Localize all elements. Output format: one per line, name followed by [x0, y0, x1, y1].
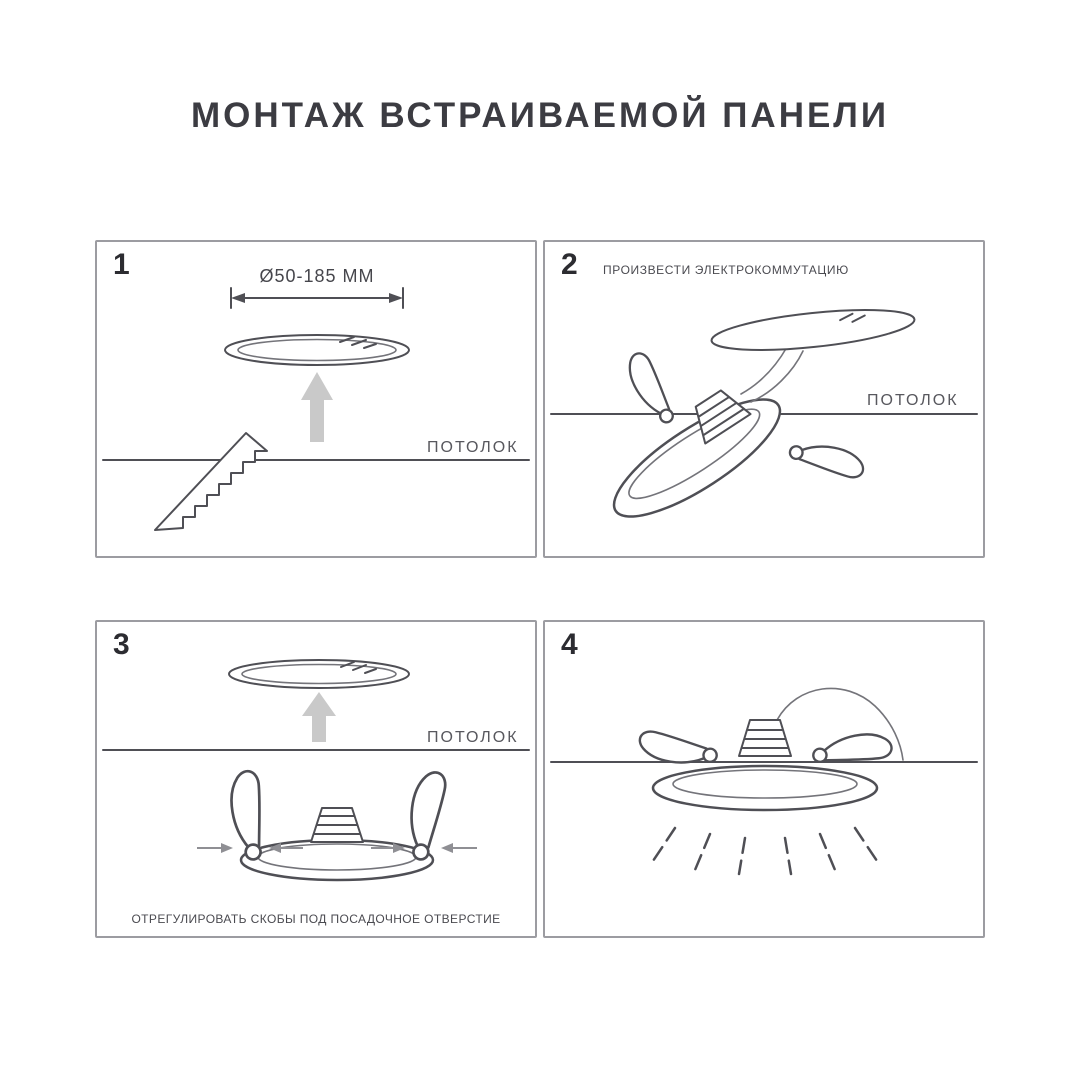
panel-step-4: 4 [543, 620, 985, 938]
driver [694, 389, 752, 445]
step-number-4: 4 [561, 628, 578, 661]
ceiling-label: ПОТОЛОК [427, 729, 519, 746]
wires [740, 346, 804, 403]
illustration-step-3: ПОТОЛОК [102, 659, 530, 882]
step-caption-2: ПРОИЗВЕСТИ ЭЛЕКТРОКОММУТАЦИЮ [603, 263, 849, 277]
illustration-step-2: ПОТОЛОК [550, 309, 978, 518]
driver [310, 807, 364, 843]
illustration-step-1: Ø50-185 ММ ПОТОЛОК [102, 266, 530, 531]
spring-clip-left [230, 769, 262, 861]
wire [776, 687, 904, 761]
panel-disc [224, 334, 410, 366]
disc-hatch [340, 661, 377, 674]
panel-disc [228, 659, 410, 689]
light-rays [649, 826, 881, 876]
ceiling-label: ПОТОЛОК [427, 439, 519, 456]
spring-clip-right [410, 771, 447, 861]
panel-body [612, 398, 782, 518]
up-arrow-icon [302, 692, 336, 742]
disc-hatch [839, 312, 866, 323]
ceiling-label: ПОТОЛОК [867, 392, 959, 409]
adjust-arrows [197, 843, 477, 853]
panel-step-2: 2 ПРОИЗВЕСТИ ЭЛЕКТРОКОММУТАЦИЮ ПОТОЛОК [543, 240, 985, 558]
dimension-label: Ø50-185 ММ [259, 266, 374, 286]
spring-clip-right [812, 733, 893, 764]
panel-body [239, 838, 435, 882]
step-number-2: 2 [561, 248, 578, 281]
dimension-line [230, 287, 404, 309]
step-number-3: 3 [113, 628, 130, 661]
driver [738, 719, 792, 757]
spring-clip-left [638, 730, 718, 764]
disc-hatch [339, 336, 377, 349]
spring-clip-right [788, 445, 865, 479]
panel-step-1: 1 Ø50-185 ММ ПОТОЛОК [95, 240, 537, 558]
step-number-1: 1 [113, 248, 130, 281]
panel-disc [710, 309, 916, 351]
panel-body [651, 764, 879, 812]
cutout-piece [154, 432, 268, 531]
panel-step-3: 3 ПОТОЛОК [95, 620, 537, 938]
up-arrow-icon [301, 372, 333, 442]
illustration-step-4 [550, 687, 978, 876]
step-caption-3: ОТРЕГУЛИРОВАТЬ СКОБЫ ПОД ПОСАДОЧНОЕ ОТВЕ… [131, 912, 501, 926]
page-title: МОНТАЖ ВСТРАИВАЕМОЙ ПАНЕЛИ [190, 96, 890, 135]
spring-clip-left [628, 352, 674, 424]
